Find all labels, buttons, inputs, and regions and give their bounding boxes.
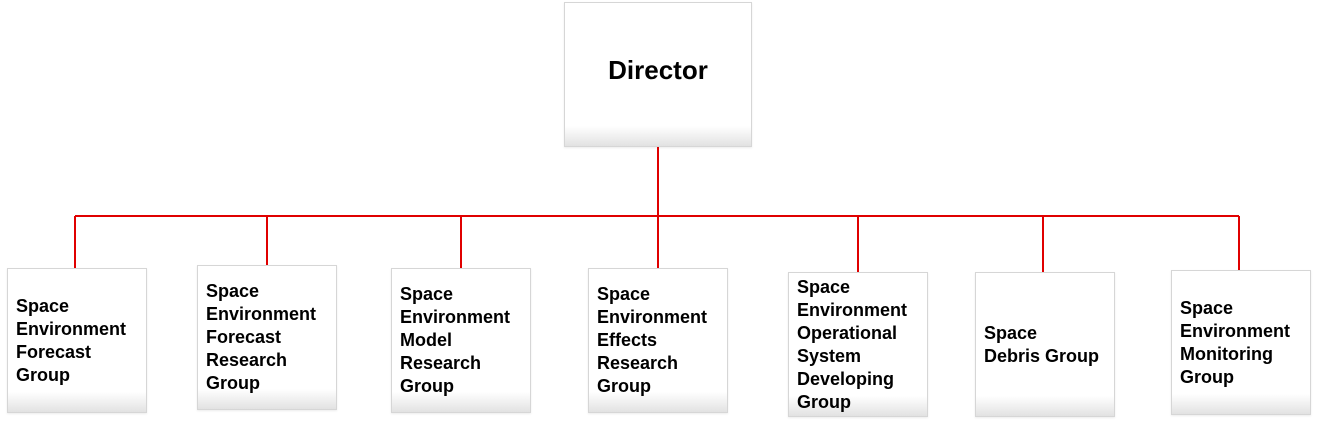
group-box-space-debris: Space Debris Group bbox=[975, 272, 1115, 417]
group-label: Space Environment Forecast Group bbox=[16, 295, 127, 385]
group-label: Space Environment Model Research Group bbox=[400, 284, 511, 396]
director-label: Director bbox=[608, 55, 708, 85]
group-box-space-environment-effects-research: Space Environment Effects Research Group bbox=[588, 268, 728, 413]
group-label: Space Environment Forecast Research Grou… bbox=[206, 281, 317, 393]
group-box-space-environment-forecast: Space Environment Forecast Group bbox=[7, 268, 147, 413]
director-box: Director bbox=[564, 2, 752, 147]
group-label: Space Environment Monitoring Group bbox=[1180, 297, 1291, 387]
group-label: Space Environment Operational System Dev… bbox=[797, 276, 908, 412]
group-box-space-environment-operational-system-developing: Space Environment Operational System Dev… bbox=[788, 272, 928, 417]
group-label: Space Environment Effects Research Group bbox=[597, 284, 708, 396]
group-label: Space Debris Group bbox=[984, 322, 1100, 366]
group-box-space-environment-forecast-research: Space Environment Forecast Research Grou… bbox=[197, 265, 337, 410]
group-box-space-environment-monitoring: Space Environment Monitoring Group bbox=[1171, 270, 1311, 415]
group-box-space-environment-model-research: Space Environment Model Research Group bbox=[391, 268, 531, 413]
